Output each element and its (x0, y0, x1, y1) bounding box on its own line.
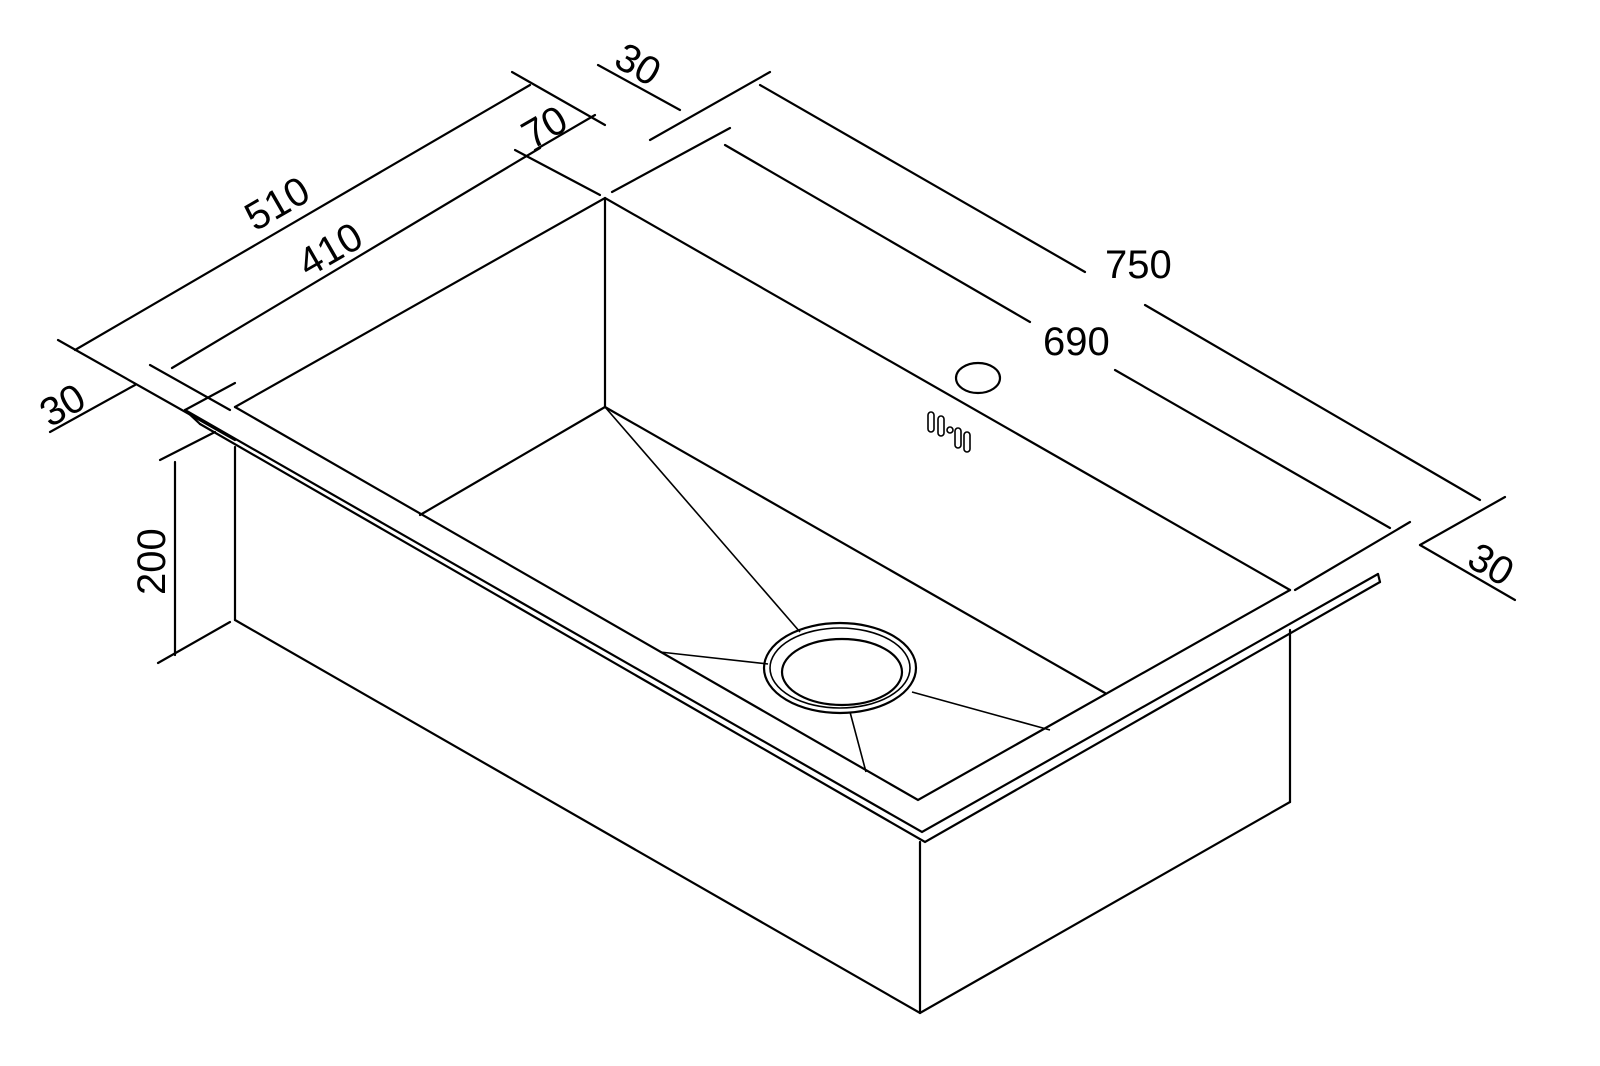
rim-outer-edge (183, 408, 1380, 834)
dimension-lines (48, 63, 1517, 665)
dimension-labels: 750 690 510 410 70 30 30 30 200 (33, 35, 1522, 595)
dim-30-top: 30 (608, 35, 669, 95)
sink-body (183, 196, 1382, 1015)
overflow-hole (954, 361, 1002, 395)
overflow-slots (927, 411, 971, 453)
dim-70: 70 (515, 97, 576, 157)
dim-200: 200 (130, 528, 174, 595)
dim-30-right: 30 (1461, 535, 1522, 595)
dim-410: 410 (291, 214, 371, 285)
dim-30-left: 30 (33, 375, 94, 435)
rim-lower-edge (198, 422, 1382, 844)
bowl-rim-front (233, 405, 1292, 802)
dim-690: 690 (1043, 320, 1110, 364)
dim-510: 510 (238, 168, 318, 239)
dim-750: 750 (1105, 243, 1172, 287)
drain (762, 621, 918, 715)
